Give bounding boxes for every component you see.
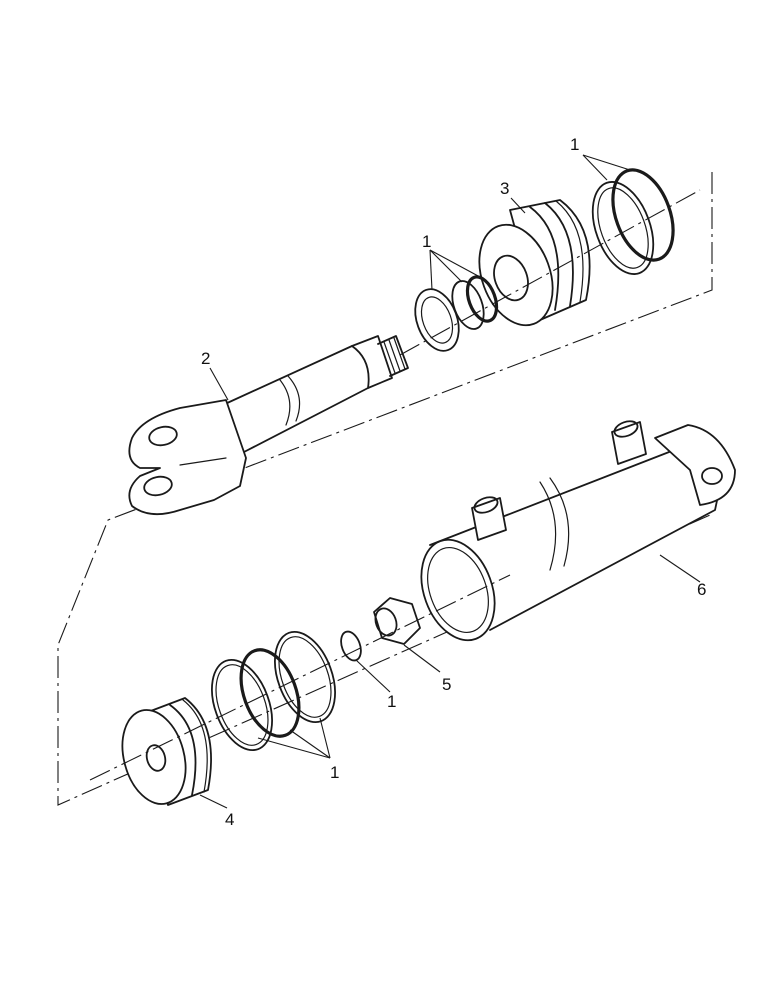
callout-5-nut: 5	[442, 675, 451, 694]
oring-top	[611, 168, 675, 262]
ring-split-top	[591, 181, 655, 275]
small-oring	[340, 630, 362, 662]
callout-1-small-oring: 1	[387, 692, 396, 711]
callout-1-rod-seals: 1	[422, 232, 431, 251]
leader-lines	[199, 154, 701, 809]
piston	[121, 697, 212, 806]
callout-labels: 1 3 1 2 6 5 1 1 4	[201, 135, 706, 829]
callout-1-top-right: 1	[570, 135, 579, 154]
piston-seal-rings	[211, 630, 336, 752]
assembly-frame	[57, 172, 713, 806]
centre-lines	[89, 189, 701, 781]
gland	[478, 199, 591, 327]
callout-4-piston: 4	[225, 810, 234, 829]
callout-1-piston-seals: 1	[330, 763, 339, 782]
callout-6-barrel: 6	[697, 580, 706, 599]
piston-rod	[128, 335, 409, 516]
cylinder-barrel	[420, 420, 736, 642]
hex-nut	[373, 597, 421, 645]
rod-seal-rings	[414, 275, 499, 352]
callout-2-rod: 2	[201, 349, 210, 368]
callout-3-gland: 3	[500, 179, 509, 198]
